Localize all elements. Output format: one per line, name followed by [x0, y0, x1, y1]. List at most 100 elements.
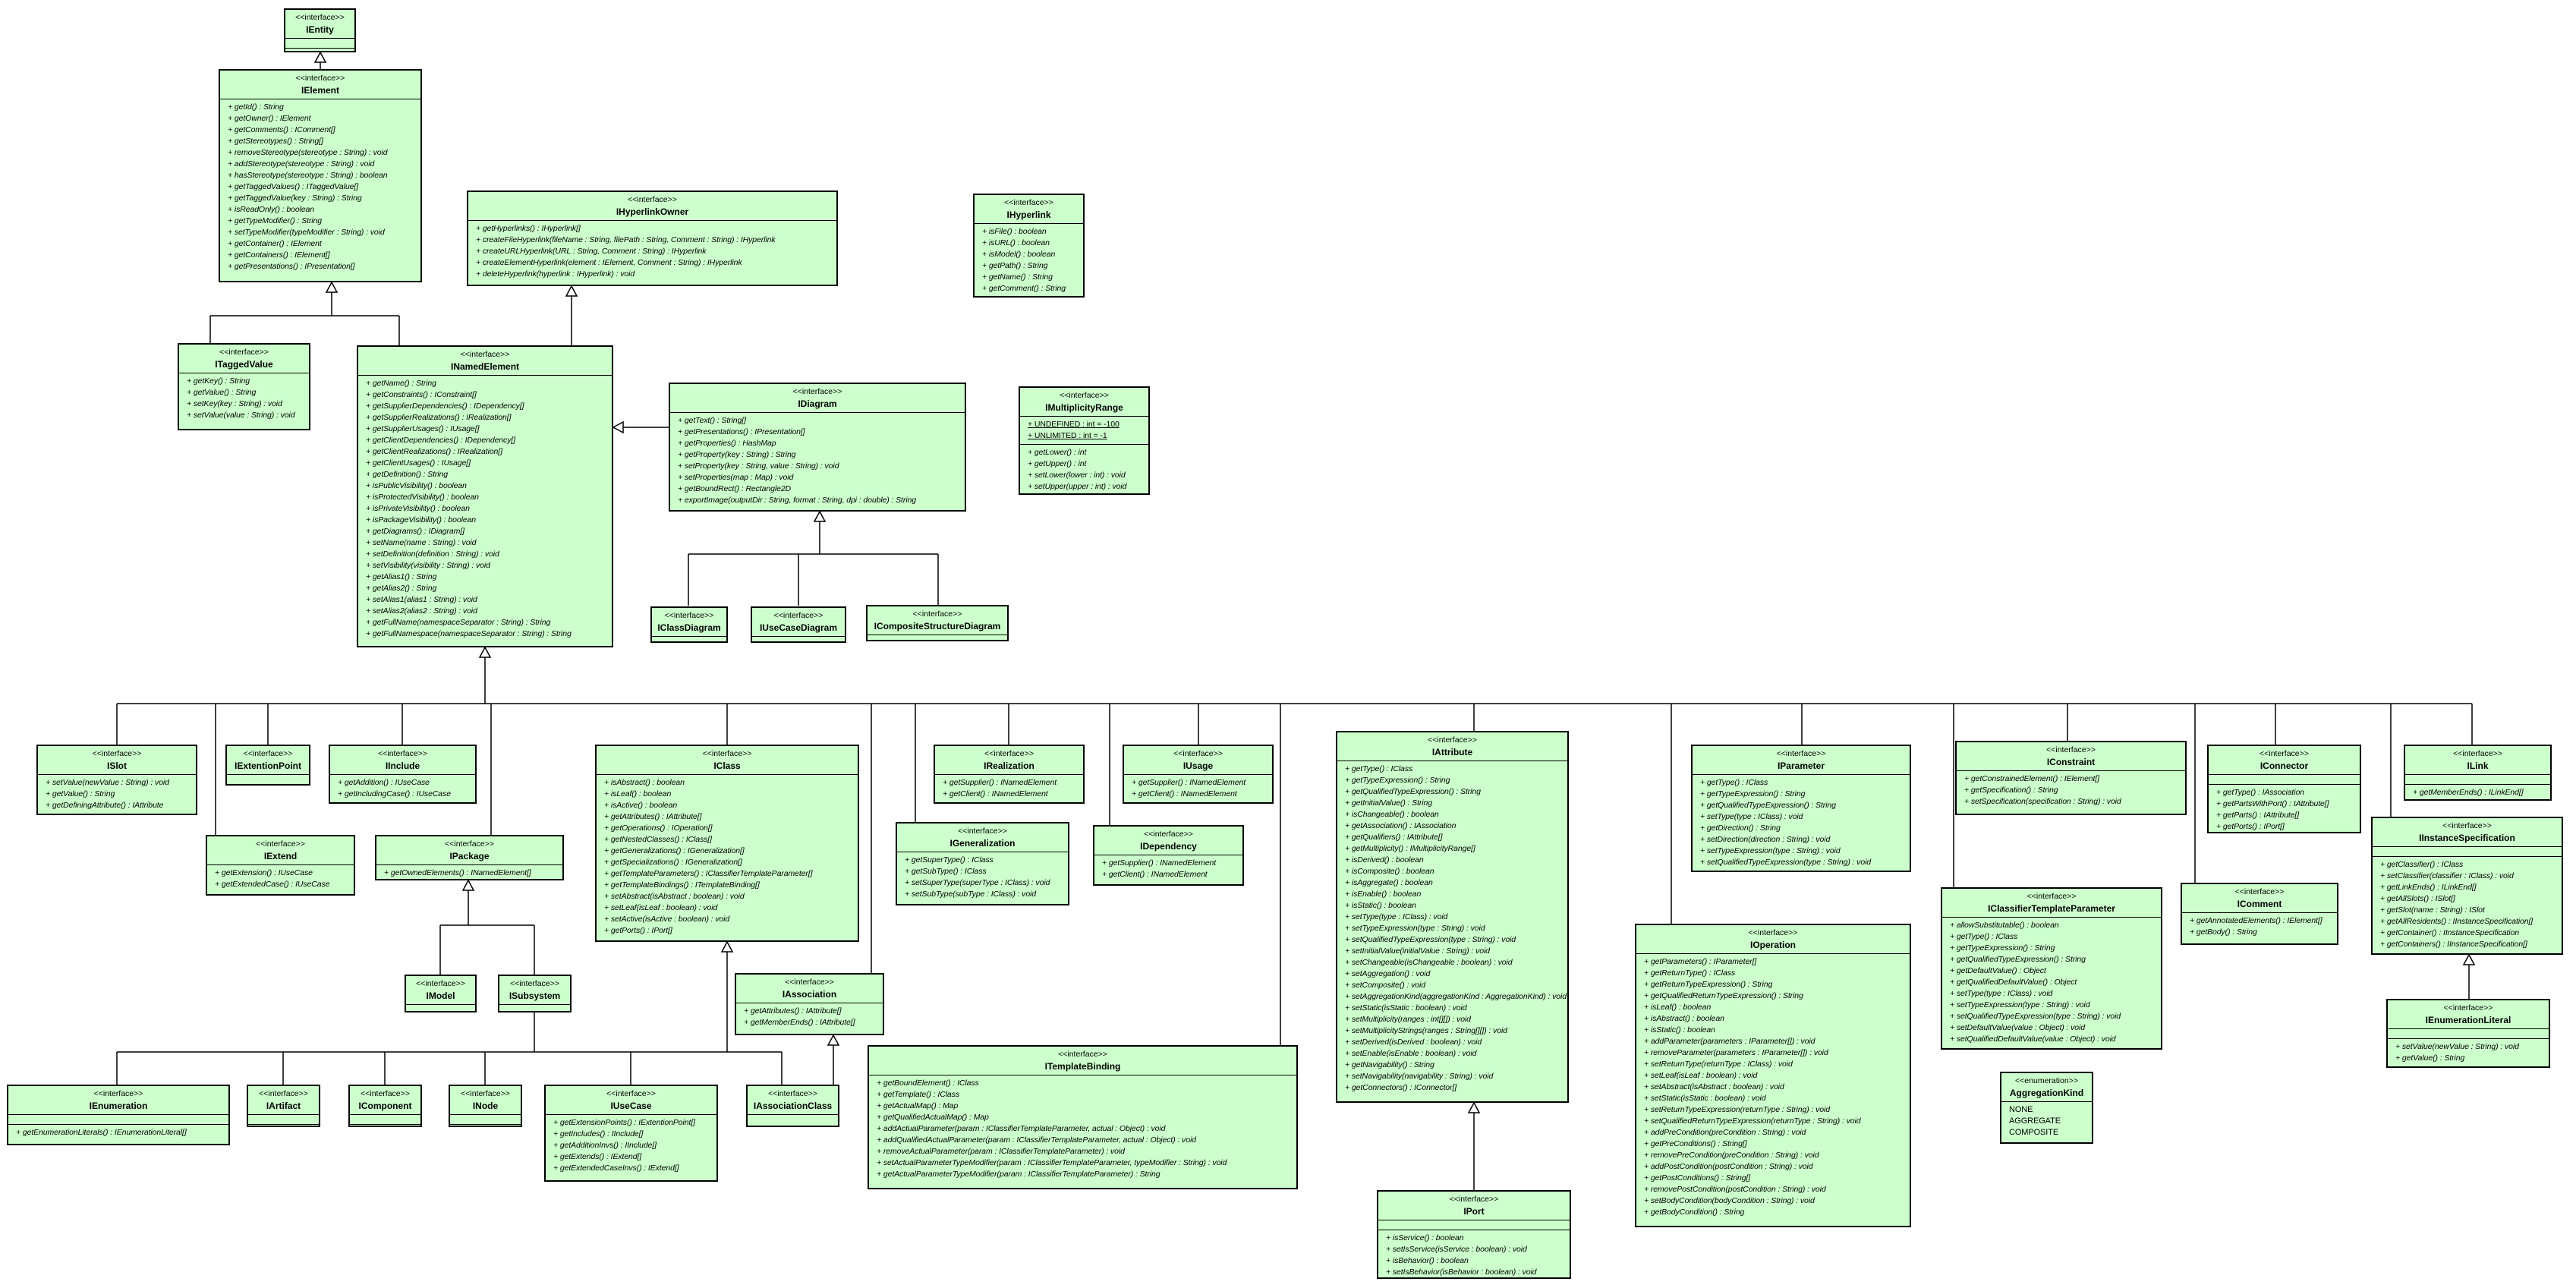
class-box-i-model[interactable]: <<interface>>IModel: [405, 975, 477, 1012]
class-name: IGeneralization: [949, 838, 1016, 849]
operation: + getMemberEnds() : IAttribute[]: [744, 1018, 855, 1027]
class-header: <<interface>>ILink: [2405, 746, 2550, 775]
operation: + getParts() : IAttribute[]: [2216, 811, 2300, 820]
class-box-i-enumeration[interactable]: <<interface>>IEnumeration+ getEnumeratio…: [7, 1085, 230, 1145]
class-box-i-instance-specification[interactable]: <<interface>>IInstanceSpecification+ get…: [2371, 817, 2563, 955]
operation: + getOperations() : IOperation[]: [604, 824, 713, 833]
operation: + setAlias2(alias2 : String) : void: [366, 606, 477, 616]
class-header: <<interface>>ISubsystem: [499, 976, 570, 1005]
class-box-i-slot[interactable]: <<interface>>ISlot+ setValue(newValue : …: [36, 745, 197, 815]
operation: + setQualifiedReturnTypeExpression(retur…: [1644, 1116, 1861, 1126]
class-header: <<interface>>IUsage: [1124, 746, 1272, 775]
class-name: IConnector: [2260, 761, 2309, 771]
class-box-i-use-case-diagram[interactable]: <<interface>>IUseCaseDiagram: [751, 606, 846, 643]
class-box-i-extend[interactable]: <<interface>>IExtend+ getExtension() : I…: [206, 835, 355, 896]
operation: + setActive(isActive : boolean) : void: [604, 915, 730, 924]
class-box-i-realization[interactable]: <<interface>>IRealization+ getSupplier()…: [934, 745, 1085, 804]
class-box-i-element[interactable]: <<interface>>IElement+ getId() : String+…: [219, 69, 422, 282]
enum-literal: COMPOSITE: [2009, 1128, 2059, 1137]
class-box-i-include[interactable]: <<interface>>IInclude+ getAddition() : I…: [329, 745, 477, 804]
class-box-i-class[interactable]: <<interface>>IClass+ isAbstract() : bool…: [595, 745, 859, 942]
class-box-i-classifier-template-parameter[interactable]: <<interface>>IClassifierTemplateParamete…: [1941, 887, 2162, 1050]
operation: + isFile() : boolean: [982, 227, 1047, 236]
class-box-i-artifact[interactable]: <<interface>>IArtifact: [247, 1085, 320, 1127]
class-name: IComment: [2237, 899, 2282, 909]
operations-compartment: + getAnnotatedElements() : IElement[]+ g…: [2182, 913, 2337, 943]
attribute: + UNLIMITED : int = -1: [1028, 431, 1107, 440]
class-box-i-tagged-value[interactable]: <<interface>>ITaggedValue+ getKey() : St…: [178, 343, 310, 430]
operation: + setIsService(isService : boolean) : vo…: [1386, 1245, 1527, 1254]
class-box-i-connector[interactable]: <<interface>>IConnector+ getType() : IAs…: [2207, 745, 2361, 833]
operation: + createElementHyperlink(element : IElem…: [476, 258, 742, 267]
class-box-i-association[interactable]: <<interface>>IAssociation+ getAttributes…: [735, 973, 884, 1035]
operation: + getPorts() : IPort[]: [2216, 822, 2285, 831]
class-box-i-diagram[interactable]: <<interface>>IDiagram+ getText() : Strin…: [669, 383, 966, 512]
class-box-i-dependency[interactable]: <<interface>>IDependency+ getSupplier() …: [1093, 825, 1244, 886]
operation: + getExtension() : IUseCase: [215, 868, 313, 877]
class-box-i-enumeration-literal[interactable]: <<interface>>IEnumerationLiteral+ setVal…: [2386, 999, 2550, 1068]
class-header: <<interface>>IUseCaseDiagram: [752, 608, 845, 637]
class-box-i-operation[interactable]: <<interface>>IOperation+ getParameters()…: [1635, 924, 1911, 1227]
class-box-i-use-case[interactable]: <<interface>>IUseCase+ getExtensionPoint…: [544, 1085, 718, 1182]
class-box-i-component[interactable]: <<interface>>IComponent: [348, 1085, 422, 1127]
class-box-i-named-element[interactable]: <<interface>>INamedElement+ getName() : …: [357, 345, 613, 647]
generalization-arrowhead: [2462, 953, 2476, 965]
class-box-i-node[interactable]: <<interface>>INode: [449, 1085, 522, 1127]
operation: + getHyperlinks() : IHyperlink[]: [476, 224, 581, 233]
class-stereotype: <<interface>>: [510, 979, 559, 988]
generalization-arrowhead: [325, 281, 339, 293]
class-box-i-entity[interactable]: <<interface>>IEntity: [284, 8, 356, 52]
class-box-i-link[interactable]: <<interface>>ILink+ getMemberEnds() : IL…: [2404, 745, 2552, 801]
class-box-i-subsystem[interactable]: <<interface>>ISubsystem: [498, 975, 572, 1012]
class-box-i-hyperlink-owner[interactable]: <<interface>>IHyperlinkOwner+ getHyperli…: [467, 191, 838, 286]
class-box-i-composite-structure-diagram[interactable]: <<interface>>ICompositeStructureDiagram: [866, 605, 1009, 641]
class-box-i-template-binding[interactable]: <<interface>>ITemplateBinding+ getBoundE…: [868, 1045, 1298, 1189]
operations-compartment: + isFile() : boolean+ isURL() : boolean+…: [975, 224, 1083, 296]
operation: + getPath() : String: [982, 261, 1048, 270]
operation: + getAnnotatedElements() : IElement[]: [2190, 916, 2322, 925]
class-box-i-package[interactable]: <<interface>>IPackage+ getOwnedElements(…: [375, 835, 564, 880]
class-box-i-port[interactable]: <<interface>>IPort+ isService() : boolea…: [1377, 1190, 1571, 1279]
class-box-i-hyperlink[interactable]: <<interface>>IHyperlink+ isFile() : bool…: [973, 194, 1085, 298]
operation: + removePostCondition(postCondition : St…: [1644, 1185, 1826, 1194]
operation: + getSupplier() : INamedElement: [1132, 778, 1246, 787]
class-box-i-class-diagram[interactable]: <<interface>>IClassDiagram: [650, 606, 728, 643]
operation: + getClient() : INamedElement: [943, 789, 1048, 798]
operation: + getKey() : String: [187, 376, 250, 386]
class-box-i-generalization[interactable]: <<interface>>IGeneralization+ getSuperTy…: [896, 822, 1069, 905]
operation: + isPublicVisibility() : boolean: [366, 481, 467, 490]
operations-compartment: + getKey() : String+ getValue() : String…: [179, 373, 309, 429]
class-name: IMultiplicityRange: [1045, 402, 1123, 413]
operation: + getUpper() : int: [1028, 459, 1087, 468]
class-box-i-association-class[interactable]: <<interface>>IAssociationClass: [746, 1085, 839, 1127]
class-box-i-attribute[interactable]: <<interface>>IAttribute+ getType() : ICl…: [1336, 731, 1569, 1103]
class-box-i-constraint[interactable]: <<interface>>IConstraint+ getConstrained…: [1955, 741, 2187, 815]
generalization-arrowhead: [565, 285, 578, 297]
class-name: IOperation: [1749, 940, 1796, 950]
operation: + removeParameter(parameters : IParamete…: [1644, 1048, 1828, 1057]
operation: + getType() : IClass: [1345, 764, 1413, 773]
operation: + getContainers() : IElement[]: [228, 250, 330, 260]
operations-compartment: + getAttributes() : IAttribute[]+ getMem…: [736, 1003, 883, 1034]
operation: + setLeaf(isLeaf : boolean) : void: [1644, 1071, 1758, 1080]
class-header: <<interface>>IEntity: [285, 10, 354, 39]
class-name: IClass: [713, 761, 741, 771]
class-stereotype: <<interface>>: [792, 387, 842, 396]
class-box-i-multiplicity-range[interactable]: <<interface>>IMultiplicityRange+ UNDEFIN…: [1019, 386, 1150, 495]
operation: + getActualMap() : Map: [877, 1101, 959, 1110]
class-box-i-parameter[interactable]: <<interface>>IParameter+ getType() : ICl…: [1691, 745, 1911, 872]
class-header: <<enumeration>>AggregationKind: [2001, 1073, 2092, 1102]
class-name: IPort: [1463, 1206, 1485, 1217]
attributes-compartment: + UNDEFINED : int = -100+ UNLIMITED : in…: [1020, 417, 1148, 445]
class-stereotype: <<interface>>: [361, 1089, 410, 1098]
operation: + getType() : IAssociation: [2216, 788, 2304, 797]
class-box-i-comment[interactable]: <<interface>>IComment+ getAnnotatedEleme…: [2181, 883, 2338, 945]
class-box-i-usage[interactable]: <<interface>>IUsage + getSupplier() : INa…: [1123, 745, 1274, 804]
class-stereotype: <<interface>>: [2453, 749, 2502, 758]
class-box-i-extention-point[interactable]: <<interface>>IExtentionPoint: [225, 745, 310, 786]
operation: + getConstraints() : IConstraint[]: [366, 390, 477, 399]
operation: + setMultiplicityStrings(ranges : String…: [1345, 1026, 1507, 1035]
operations-compartment: + getEnumerationLiterals() : IEnumeratio…: [8, 1125, 228, 1144]
